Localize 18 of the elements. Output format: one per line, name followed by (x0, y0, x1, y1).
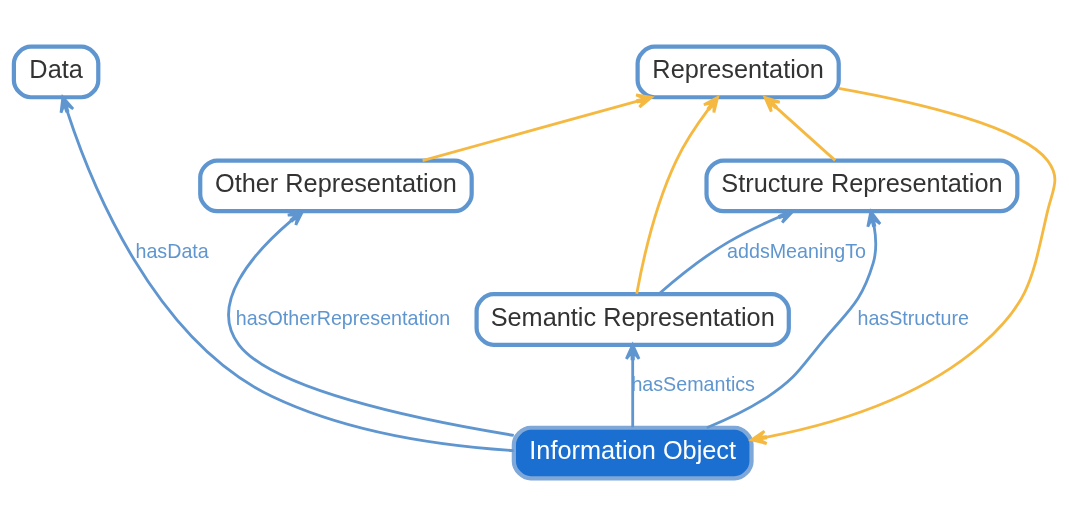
arrow (635, 96, 719, 294)
arrow (422, 93, 653, 162)
arrow (624, 343, 641, 428)
edge-label: hasData (135, 239, 209, 262)
node-box: Information Object (511, 425, 754, 481)
edge-label: hasStructure (857, 306, 970, 329)
node-box: Semantic Representation (474, 292, 791, 347)
node-box: Other Representation (198, 158, 474, 214)
arrow (59, 95, 514, 453)
edge-label: hasSemantics (631, 373, 755, 396)
edge-label: addsMeaningTo (727, 239, 866, 262)
node-box: Data (11, 44, 101, 100)
arrow (706, 210, 882, 429)
arrow (763, 96, 837, 162)
edge-label: hasOtherRepresentation (235, 306, 451, 329)
node-box: Structure Representation (704, 158, 1020, 214)
node-box: Representation (635, 44, 841, 100)
arrow (750, 87, 1057, 445)
